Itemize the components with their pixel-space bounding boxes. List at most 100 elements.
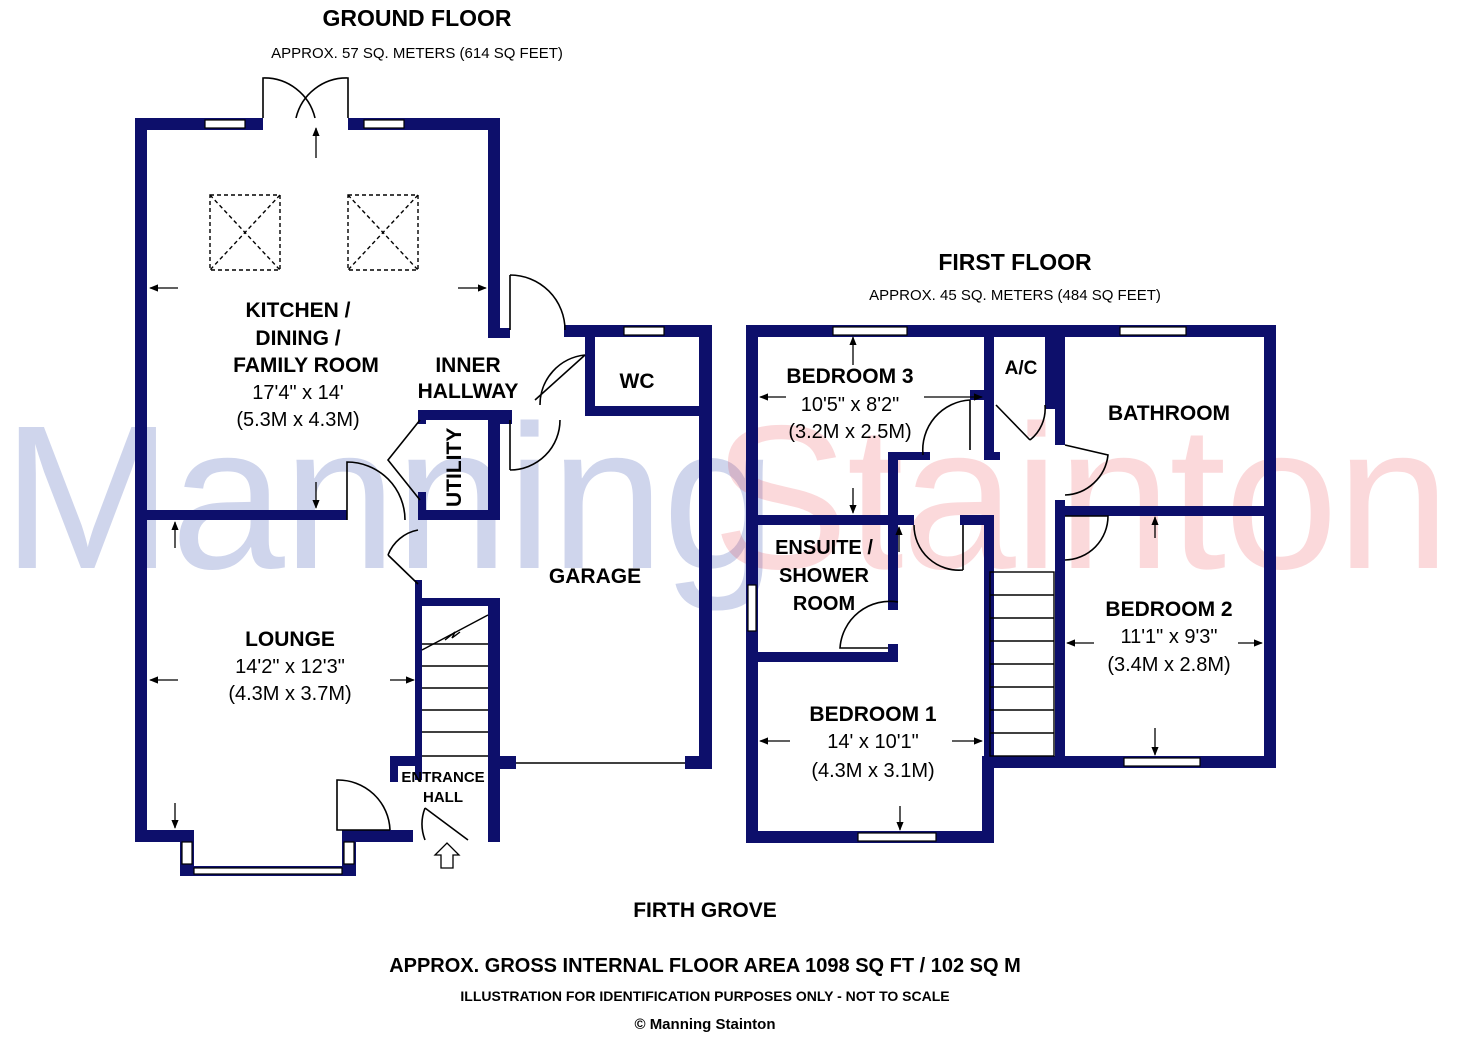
door-swing: [913, 524, 964, 571]
ensuite-label-line2: SHOWER: [779, 565, 870, 587]
kitchen-label-line3: FAMILY ROOM: [233, 354, 379, 377]
first-floor: FIRST FLOOR APPROX. 45 SQ. METERS (484 S…: [746, 249, 1276, 843]
skylight: [347, 194, 419, 271]
watermark-manning: Manning: [2, 383, 774, 612]
utility-doors: [386, 419, 421, 501]
wall: [390, 756, 422, 766]
bedroom3-dims-imperial: 10'5" x 8'2": [801, 394, 900, 416]
wall: [1055, 500, 1065, 768]
wall: [135, 830, 183, 842]
door-swing: [995, 404, 1046, 441]
window: [193, 867, 343, 875]
lounge-dims-imperial: 14'2" x 12'3": [235, 656, 345, 678]
window: [343, 841, 355, 865]
wall: [982, 756, 994, 843]
wall: [970, 390, 994, 400]
first-floor-title: FIRST FLOOR: [938, 249, 1092, 275]
wall: [488, 328, 510, 338]
wall: [888, 452, 898, 524]
utility-label: UTILITY: [443, 428, 466, 507]
first-floor-area: APPROX. 45 SQ. METERS (484 SQ FEET): [869, 287, 1161, 304]
wall: [135, 118, 147, 842]
door-swing: [262, 77, 316, 119]
window: [832, 326, 908, 336]
gross-area: APPROX. GROSS INTERNAL FLOOR AREA 1098 S…: [389, 955, 1021, 977]
bedroom1-dims-metric: (4.3M x 3.1M): [811, 760, 934, 782]
door-swing: [387, 529, 419, 585]
kitchen-dims-metric: (5.3M x 4.3M): [236, 409, 359, 431]
entrance-hall-label-line1: ENTRANCE: [401, 769, 484, 786]
wall: [500, 410, 512, 424]
bedroom3-label: BEDROOM 3: [786, 365, 913, 388]
wall: [488, 600, 500, 842]
door-swing: [336, 779, 391, 831]
wall: [585, 325, 595, 413]
door-swing: [839, 600, 899, 649]
ensuite-label-line3: ROOM: [793, 593, 855, 615]
ground-floor-title: GROUND FLOOR: [322, 5, 511, 31]
wall: [390, 756, 398, 782]
wall: [135, 510, 347, 520]
window: [181, 841, 193, 865]
wall: [488, 410, 500, 520]
wall: [488, 756, 516, 769]
door-swing: [921, 399, 971, 456]
ensuite-label-line1: ENSUITE /: [775, 537, 873, 559]
door-swing: [509, 274, 566, 331]
copyright: © Manning Stainton: [634, 1016, 775, 1033]
wall: [888, 452, 930, 460]
door-swing: [1064, 444, 1109, 496]
garage-label: GARAGE: [549, 565, 641, 588]
bedroom2-dims-imperial: 11'1" x 9'3": [1120, 626, 1217, 648]
inner-hallway-label-line1: INNER: [435, 354, 500, 377]
door-swing: [295, 77, 349, 119]
wall: [888, 644, 898, 662]
ac-label: A/C: [1005, 358, 1038, 379]
wall: [746, 652, 898, 662]
wall: [898, 515, 914, 525]
watermark: Manning Stainton: [2, 383, 1450, 612]
wall: [699, 325, 712, 769]
window: [857, 832, 937, 842]
first-stairs: [989, 571, 1055, 757]
door-swing: [509, 419, 561, 471]
bathroom-label: BATHROOM: [1108, 402, 1230, 425]
wall: [488, 118, 500, 338]
bedroom1-label: BEDROOM 1: [809, 703, 937, 726]
wall: [984, 452, 1000, 460]
entrance-arrow-icon: [433, 842, 461, 869]
lounge-dims-metric: (4.3M x 3.7M): [228, 683, 351, 705]
window: [623, 326, 665, 336]
door-swing: [1064, 515, 1109, 561]
kitchen-label-line2: DINING /: [255, 327, 340, 350]
wall: [1055, 506, 1276, 516]
wall: [685, 756, 712, 769]
bedroom3-dims-metric: (3.2M x 2.5M): [788, 421, 911, 443]
ground-floor: GROUND FLOOR APPROX. 57 SQ. METERS (614 …: [135, 5, 712, 876]
wall: [345, 830, 413, 842]
wall: [418, 410, 500, 420]
wall: [415, 598, 500, 606]
disclaimer: ILLUSTRATION FOR IDENTIFICATION PURPOSES…: [460, 988, 949, 1004]
wall: [1055, 335, 1065, 445]
ground-floor-area: APPROX. 57 SQ. METERS (614 SQ FEET): [271, 45, 563, 62]
wall: [746, 515, 898, 525]
wall: [1045, 335, 1055, 409]
bedroom2-label: BEDROOM 2: [1105, 598, 1232, 621]
wall: [1264, 325, 1276, 768]
wall: [984, 515, 994, 765]
window: [204, 119, 246, 129]
wall: [746, 325, 1276, 337]
wall: [418, 492, 426, 520]
window: [1119, 326, 1187, 336]
skylight: [209, 194, 281, 271]
window: [363, 119, 405, 129]
footer: FIRTH GROVE APPROX. GROSS INTERNAL FLOOR…: [389, 899, 1021, 1033]
entrance-hall-label-line2: HALL: [423, 789, 463, 806]
wall: [418, 410, 426, 424]
ground-stairs: [421, 614, 489, 757]
window: [747, 584, 757, 632]
wall: [585, 406, 712, 416]
front-door: [421, 807, 469, 841]
bedroom1-dims-imperial: 14' x 10'1": [827, 731, 918, 753]
